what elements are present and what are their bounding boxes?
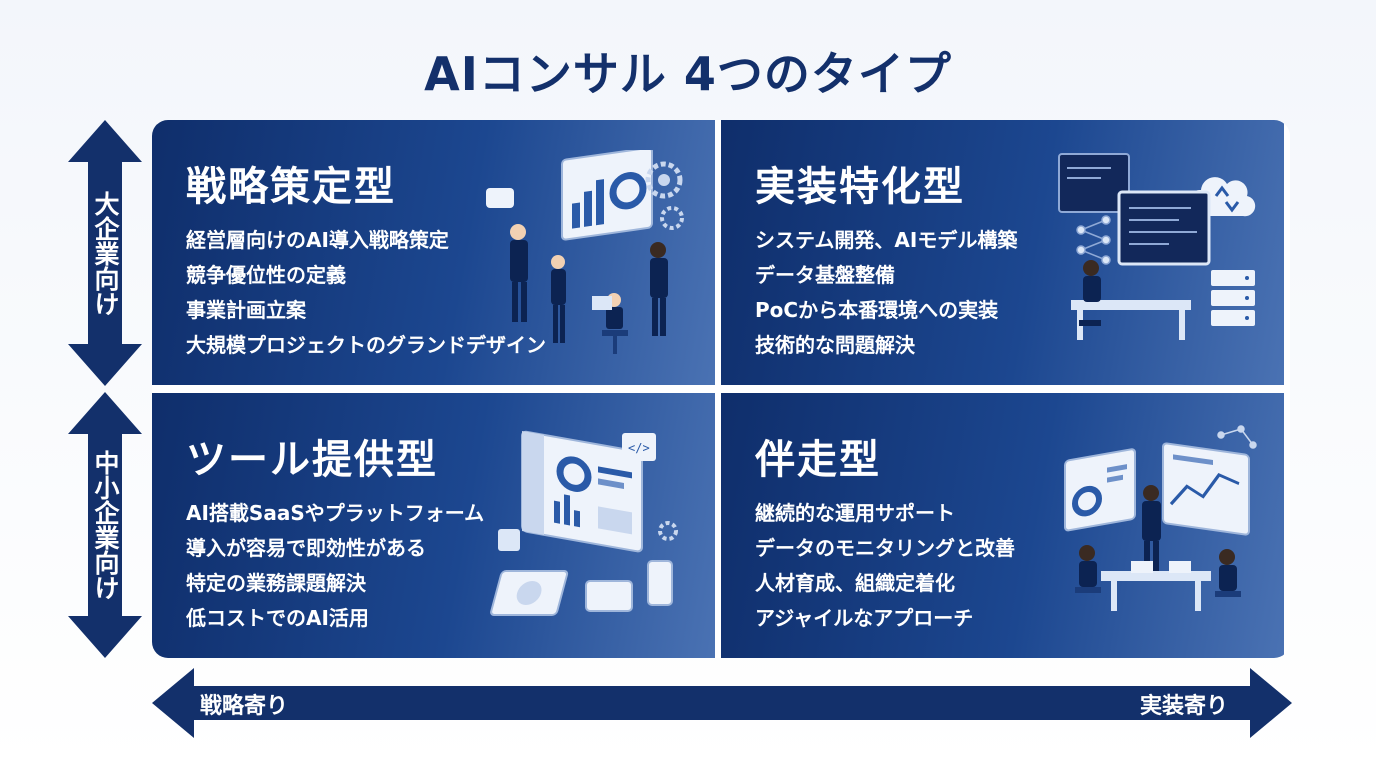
horizontal-label-left: 戦略寄り (200, 694, 289, 719)
horizontal-label-right: 実装寄り (1140, 694, 1229, 719)
quadrant-list: 継続的な運用サポート データのモニタリングと改善 人材育成、組織定着化 アジャイ… (755, 496, 1015, 636)
list-item: 導入が容易で即効性がある (186, 536, 426, 560)
horizontal-axis-arrow (152, 668, 1292, 738)
list-item: 人材育成、組織定着化 (755, 571, 955, 595)
list-item: 継続的な運用サポート (755, 501, 955, 525)
list-item: 経営層向けのAI導入戦略策定 (186, 228, 449, 252)
list-item: 低コストでのAI活用 (186, 606, 369, 630)
list-item: 特定の業務課題解決 (186, 571, 366, 595)
quadrant-strategy: 戦略策定型 経営層向けのAI導入戦略策定 競争優位性の定義 事業計画立案 大規模… (152, 120, 715, 385)
developer-workstation-illustration (1058, 153, 1256, 340)
quadrant-implementation: 実装特化型 システム開発、AIモデル構築 データ基盤整備 PoCから本番環境への… (721, 120, 1284, 385)
list-item: PoCから本番環境への実装 (755, 298, 999, 322)
vertical-axis-bottom: 中小企業向け (68, 392, 142, 658)
strategy-meeting-illustration (486, 150, 684, 354)
vertical-label-bottom: 中小企業向け (91, 450, 120, 600)
list-item: 事業計画立案 (186, 298, 306, 322)
quadrant-title: 伴走型 (755, 437, 881, 483)
list-item: 競争優位性の定義 (186, 263, 346, 287)
list-item: アジャイルなアプローチ (755, 606, 974, 630)
quadrant-title: ツール提供型 (186, 437, 438, 483)
list-item: 技術的な問題解決 (755, 333, 915, 357)
up-arrow-icon (68, 120, 142, 386)
quadrant-title: 実装特化型 (755, 164, 965, 210)
list-item: AI搭載SaaSやプラットフォーム (186, 501, 485, 525)
down-arrow-icon (68, 392, 142, 658)
list-item: データ基盤整備 (755, 263, 895, 287)
quadrant-title: 戦略策定型 (186, 164, 396, 210)
list-item: データのモニタリングと改善 (755, 536, 1015, 560)
saas-devices-illustration: </> (490, 430, 678, 616)
svg-text:</>: </> (628, 441, 650, 455)
vertical-axis-top: 大企業向け (68, 120, 142, 386)
quadrant-list: AI搭載SaaSやプラットフォーム 導入が容易で即効性がある 特定の業務課題解決… (186, 496, 484, 636)
list-item: システム開発、AIモデル構築 (755, 228, 1018, 252)
page-title: AIコンサル 4つのタイプ (424, 47, 952, 101)
quadrant-grid: 戦略策定型 経営層向けのAI導入戦略策定 競争優位性の定義 事業計画立案 大規模… (152, 120, 1290, 658)
vertical-label-top: 大企業向け (91, 190, 120, 316)
quadrant-list: システム開発、AIモデル構築 データ基盤整備 PoCから本番環境への実装 技術的… (755, 223, 1017, 363)
list-item: 大規模プロジェクトのグランドデザイン (186, 333, 546, 357)
team-collaboration-illustration (1064, 425, 1257, 611)
quadrant-list: 経営層向けのAI導入戦略策定 競争優位性の定義 事業計画立案 大規模プロジェクト… (186, 223, 546, 363)
quadrant-accompany: 伴走型 継続的な運用サポート データのモニタリングと改善 人材育成、組織定着化 … (721, 393, 1284, 658)
quadrant-tool: ツール提供型 AI搭載SaaSやプラットフォーム 導入が容易で即効性がある 特定… (152, 393, 715, 658)
